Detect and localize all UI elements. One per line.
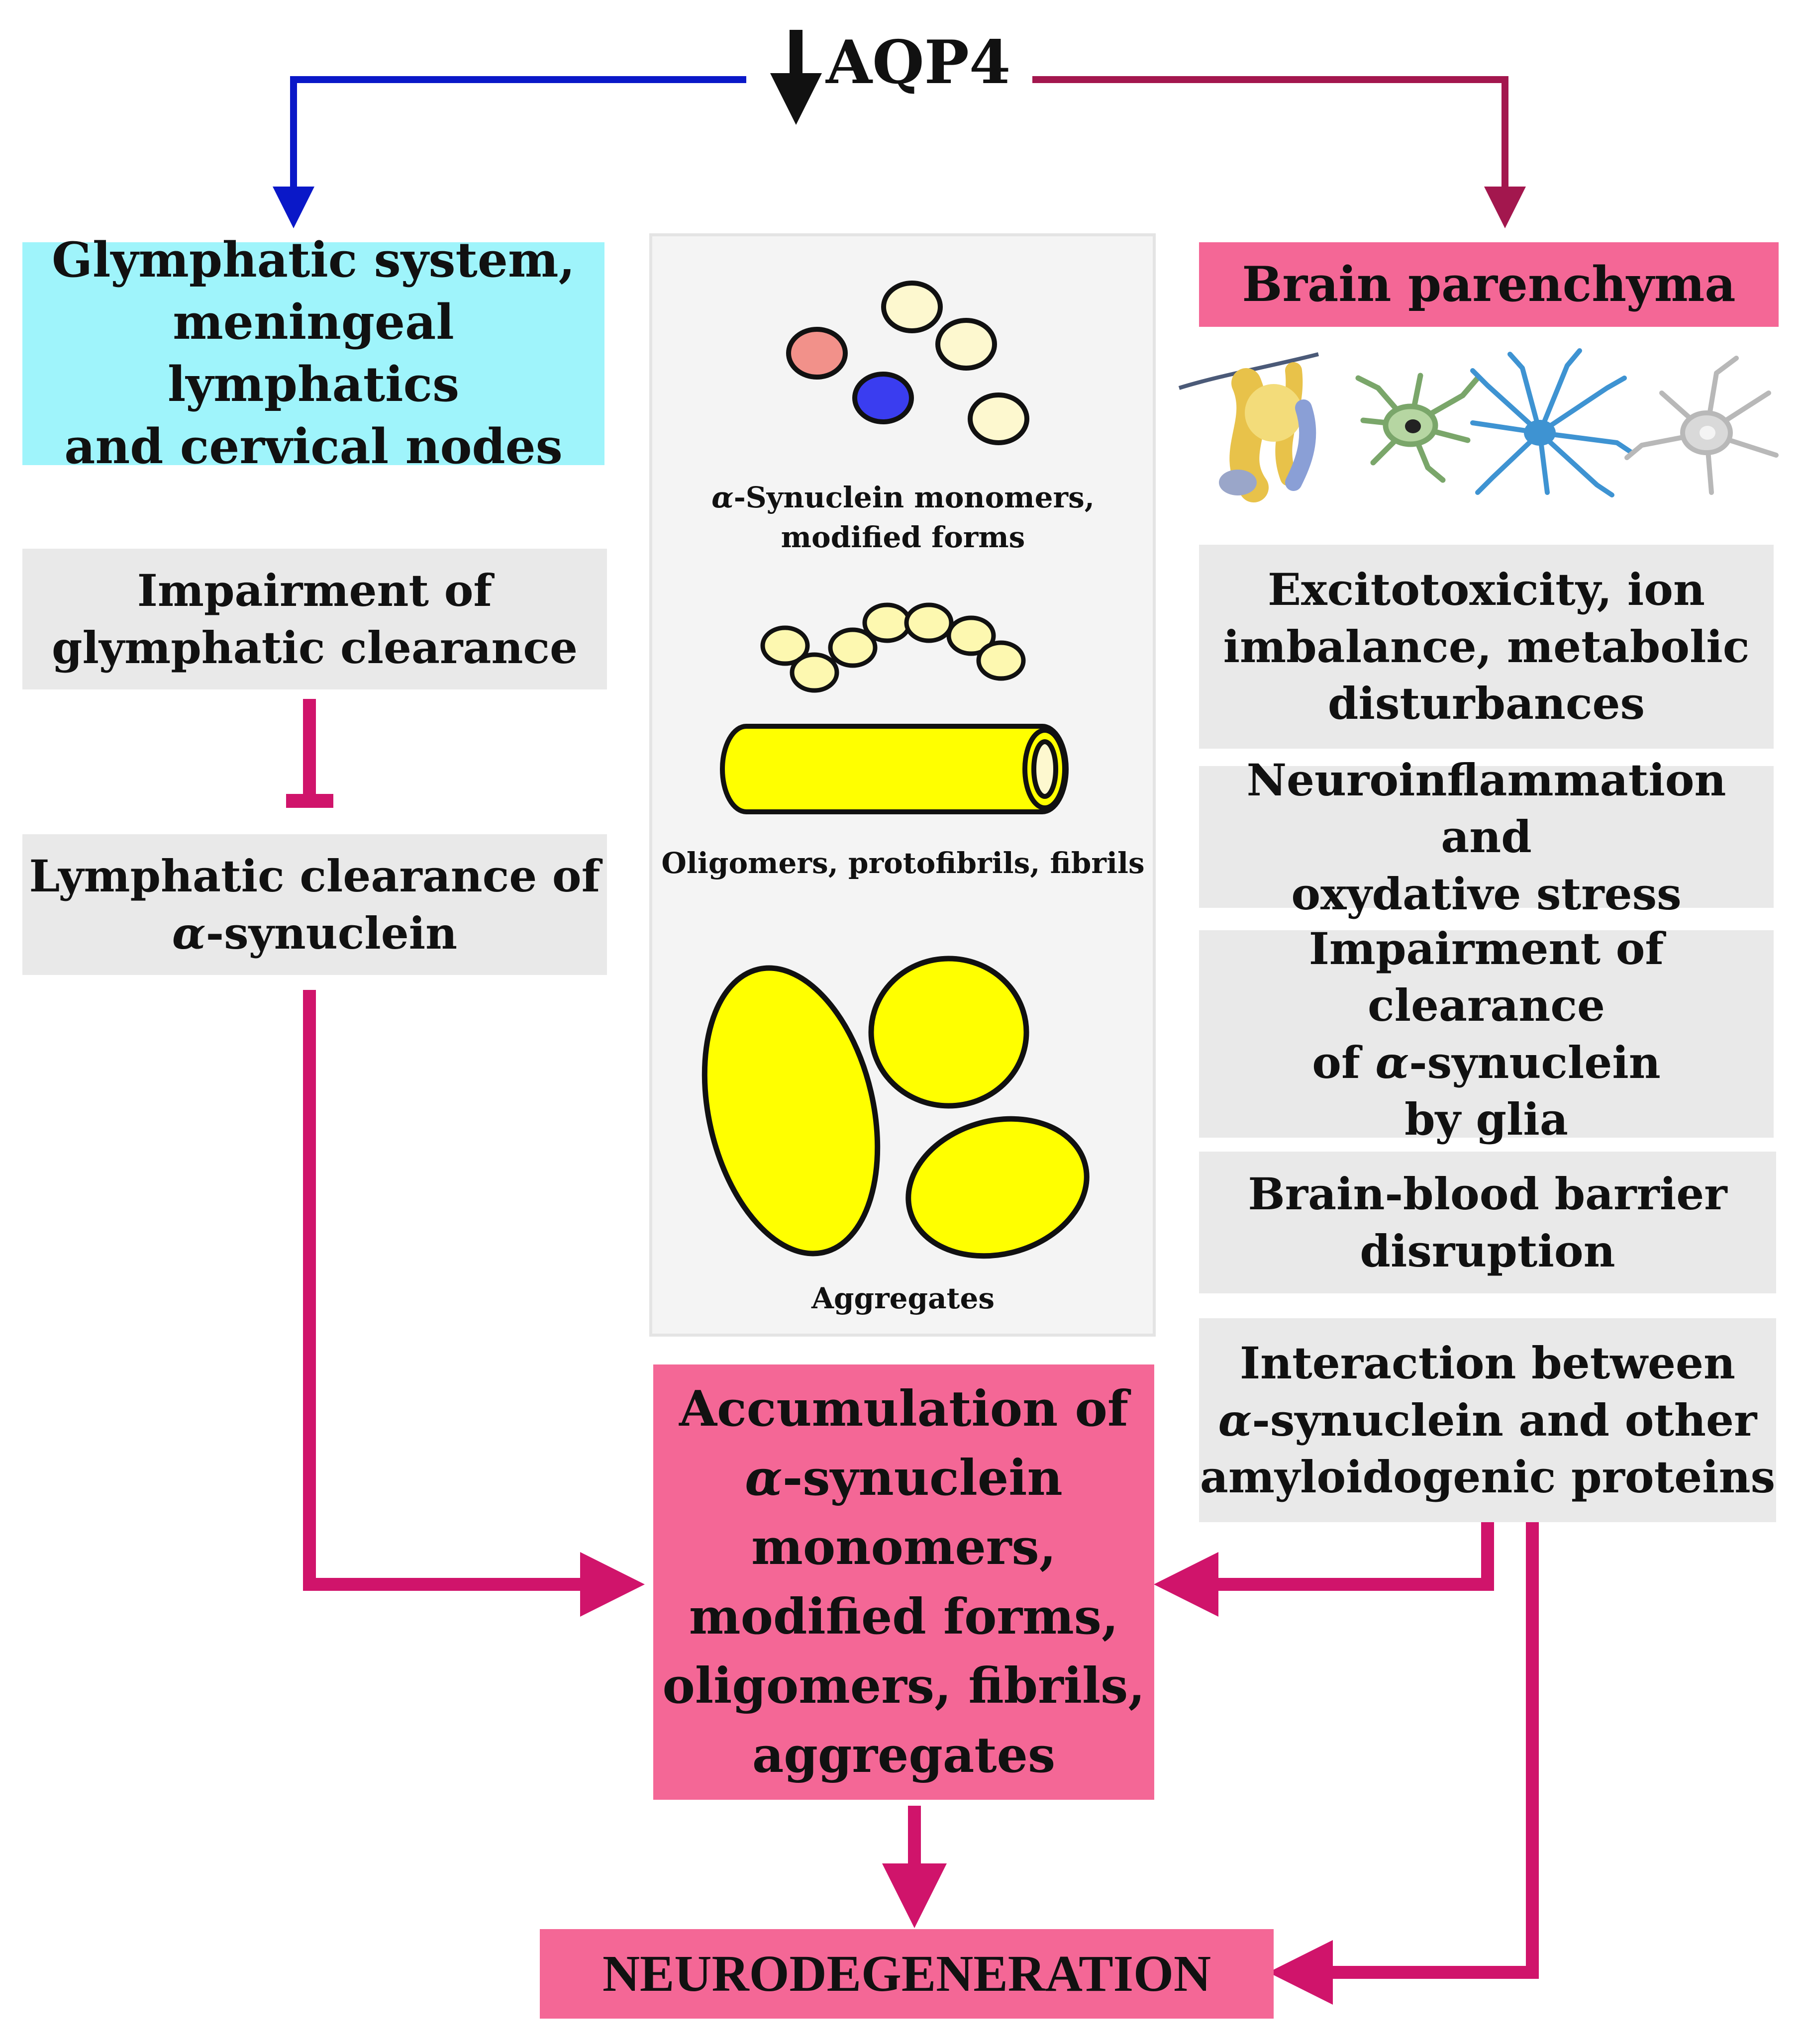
arrow-interaction-to-neurodegeneration (1268, 1522, 1539, 2005)
monomers-label-line-2: modified forms (781, 520, 1025, 555)
glymphatic-line-1: Glymphatic system, (52, 232, 575, 289)
bbb-disruption-line-1: Brain-blood barrier (1248, 1168, 1727, 1220)
protein-interaction-line-1: Interaction between (1239, 1337, 1735, 1389)
accumulation-line-5: oligomers, fibrils, (662, 1657, 1145, 1715)
blue-arrow-to-glymphatic (273, 76, 746, 228)
glia-clearance-box: Impairment of clearance of α-synuclein b… (1199, 923, 1774, 1145)
alpha-symbol: α (1218, 1394, 1252, 1446)
alpha-symbol: α (172, 907, 206, 959)
glymphatic-line-3: and cervical nodes (64, 418, 563, 475)
impairment-glymphatic-box: Impairment of glymphatic clearance (22, 549, 607, 689)
neuroinflammation-line-1: Neuroinflammation and (1246, 754, 1726, 863)
glymphatic-header-box: Glymphatic system, meningeal lymphatics … (22, 232, 604, 475)
aggregates-label: Aggregates (811, 1281, 995, 1315)
brain-parenchyma-header: Brain parenchyma (1199, 242, 1779, 327)
alpha-symbol: α (745, 1450, 783, 1507)
arrow-interaction-to-accumulation (1154, 1522, 1494, 1617)
monomer-blue (852, 372, 914, 424)
accumulation-line-4: modified forms, (689, 1588, 1119, 1646)
excitotoxicity-line-2: imbalance, metabolic (1223, 620, 1750, 673)
lymphatic-clearance-line-2: α-synuclein (172, 907, 458, 959)
impairment-glymphatic-line-1: Impairment of (137, 565, 493, 617)
aggregates-illustration (701, 956, 1090, 1259)
monomer-pale-1 (881, 281, 943, 333)
neuroinflammation-line-2: oxydative stress (1291, 868, 1682, 920)
excitotoxicity-line-1: Excitotoxicity, ion (1268, 564, 1705, 616)
fibril-tube-illustration (720, 724, 1069, 814)
astrocyte-icon (1470, 348, 1634, 497)
lymphatic-clearance-box: Lymphatic clearance of α-synuclein (22, 834, 607, 975)
lymphatic-clearance-line-1: Lymphatic clearance of (29, 850, 601, 902)
glia-clearance-line-3: by glia (1404, 1093, 1568, 1145)
glia-clearance-line-1: Impairment of clearance (1308, 922, 1664, 1032)
impairment-glymphatic-line-2: glymphatic clearance (52, 621, 578, 674)
bbb-disruption-line-2: disruption (1360, 1225, 1615, 1277)
neuron-icon (1624, 356, 1779, 495)
monomer-pale-3 (968, 392, 1029, 445)
accumulation-line-3: monomers, (751, 1519, 1056, 1576)
arrow-lymphatic-to-accumulation (303, 990, 645, 1617)
glymphatic-line-2: meningeal lymphatics (167, 294, 460, 412)
monomers-label: α-Synuclein monomers, modified forms (652, 478, 1154, 557)
protein-interaction-line-3: amyloidogenic proteins (1200, 1451, 1776, 1503)
neurodegeneration-box: NEURODEGENERATION (540, 1929, 1274, 2019)
protein-interaction-box: Interaction between α-synuclein and othe… (1199, 1318, 1776, 1522)
neuroinflammation-box: Neuroinflammation and oxydative stress (1199, 754, 1774, 920)
excitotoxicity-box: Excitotoxicity, ion imbalance, metabolic… (1199, 545, 1774, 749)
aqp4-label: AQP4 (826, 27, 1011, 97)
glia-clearance-line-2: of α-synuclein (1312, 1036, 1661, 1088)
oligomer-chain-illustration (760, 602, 1026, 693)
protein-interaction-line-2: α-synuclein and other (1218, 1394, 1757, 1446)
accumulation-line-2: α-synuclein (745, 1450, 1063, 1507)
accumulation-box: Accumulation of α-synuclein monomers, mo… (653, 1364, 1154, 1800)
monomers-label-line-1: α-Synuclein monomers, (711, 481, 1095, 514)
oligomers-label: Oligomers, protofibrils, fibrils (661, 846, 1145, 880)
monomers-illustration (786, 281, 1029, 445)
alpha-symbol: α (711, 481, 734, 514)
accumulation-line-1: Accumulation of (679, 1380, 1129, 1438)
aggregate-tall (701, 965, 881, 1257)
maroon-arrow-to-parenchyma (1032, 76, 1526, 228)
aggregate-oval (905, 1116, 1090, 1259)
microglia-icon (1355, 373, 1481, 483)
bbb-disruption-box: Brain-blood barrier disruption (1199, 1152, 1776, 1293)
excitotoxicity-line-3: disturbances (1327, 678, 1645, 730)
accumulation-line-6: aggregates (752, 1726, 1056, 1784)
neuron-synapse-icon (1178, 352, 1319, 502)
monomer-salmon (786, 327, 848, 380)
monomer-pale-2 (935, 318, 997, 371)
alpha-symbol: α (1375, 1036, 1409, 1088)
aggregate-round (868, 956, 1029, 1109)
